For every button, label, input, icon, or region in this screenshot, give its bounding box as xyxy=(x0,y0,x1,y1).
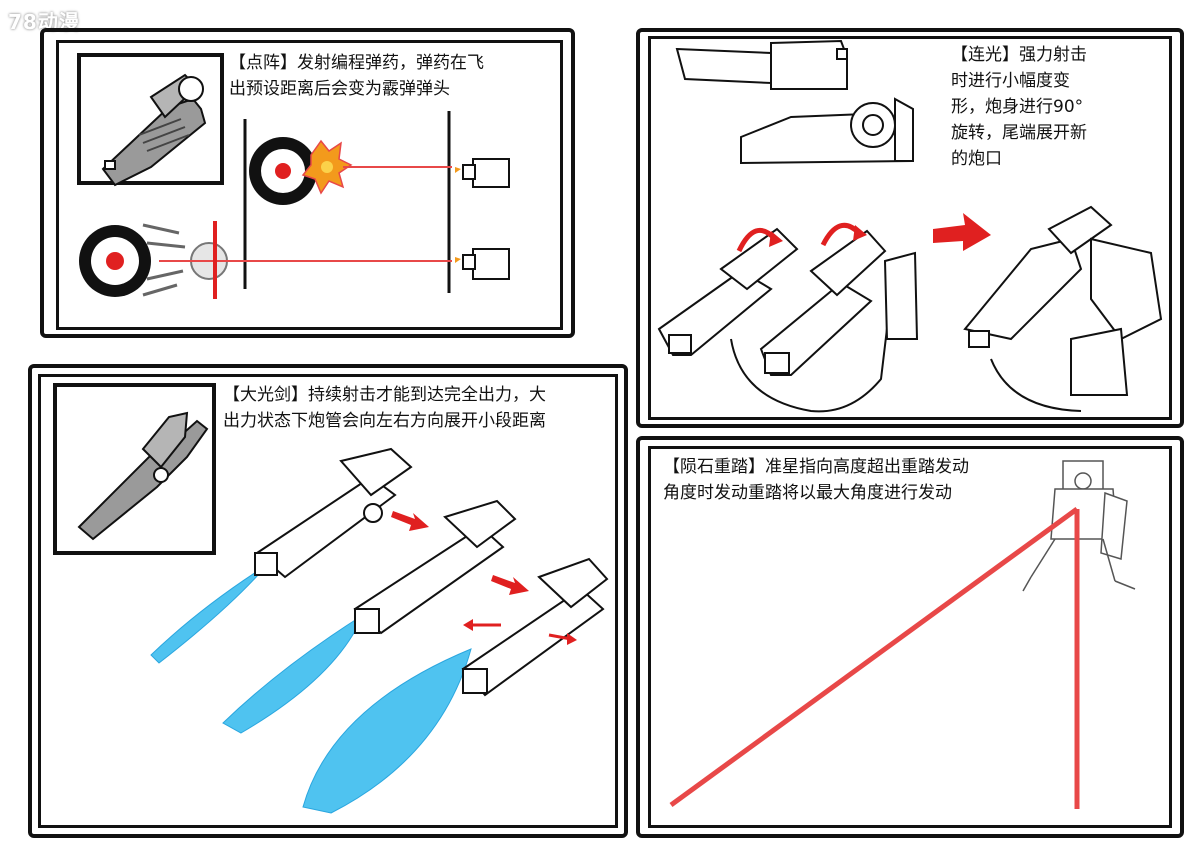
caption-line-2: 出力状态下炮管会向左右方向展开小段距离 xyxy=(223,411,546,431)
panel-lianguang: 【连光】强力射击 时进行小幅度变 形，炮身进行90° 旋转，尾端展开新 的炮口 xyxy=(648,36,1172,420)
caption-line-2: 角度时发动重踏将以最大角度进行发动 xyxy=(663,483,952,503)
panel-yunshi-frame xyxy=(636,436,1184,838)
weapon-thumbnail xyxy=(53,383,216,555)
caption-line-4: 旋转，尾端展开新 xyxy=(951,123,1087,143)
turret-top-icon xyxy=(455,158,510,188)
cannon-transformed-icon xyxy=(963,205,1163,412)
energy-beam-large xyxy=(302,648,472,814)
dianzhen-diagram xyxy=(79,111,510,299)
caption-line-2: 出预设距离后会变为霰弹弹头 xyxy=(229,79,450,99)
caption-line-2: 时进行小幅度变 xyxy=(951,71,1070,91)
panel-lianguang-frame xyxy=(636,28,1184,428)
great-sword-cannon-icon xyxy=(77,411,209,541)
progress-arrow-icon xyxy=(491,575,529,595)
cannon-stage-1-icon xyxy=(254,447,413,579)
panel-dianzhen-frame xyxy=(40,28,575,338)
energy-beam-medium xyxy=(222,613,365,734)
transition-arrow-icon xyxy=(933,213,991,251)
caption-line-1: 【连光】强力射击 xyxy=(951,45,1087,65)
caption-line-1: 【陨石重踏】准星指向高度超出重踏发动 xyxy=(663,457,969,477)
panel-dianzhen: 【点阵】发射编程弹药，弹药在飞 出预设距离后会变为霰弹弹头 xyxy=(56,40,563,330)
explosion-icon xyxy=(301,139,353,195)
cannon-side-view-icon xyxy=(675,39,914,165)
caption-line-3: 形，炮身进行90° xyxy=(951,97,1084,117)
caption-line-1: 【点阵】发射编程弹药，弹药在飞 xyxy=(229,53,484,73)
caption-line-1: 【大光剑】持续射击才能到达完全出力，大 xyxy=(223,385,546,405)
turret-bottom-icon xyxy=(455,248,510,280)
daguangjian-diagram xyxy=(150,447,609,814)
panel-yunshi: 【陨石重踏】准星指向高度超出重踏发动 角度时发动重踏将以最大角度进行发动 xyxy=(648,446,1172,828)
lianguang-diagram xyxy=(657,39,1163,413)
cannon-stage-3-icon xyxy=(461,557,609,697)
yunshi-diagram xyxy=(669,460,1136,809)
cannon-stage-2-icon xyxy=(353,499,517,635)
dot-cannon-icon xyxy=(101,73,207,187)
progress-arrow-icon xyxy=(391,511,429,531)
energy-beam-small xyxy=(150,564,268,664)
mech-figure-icon xyxy=(1022,460,1136,592)
weapon-thumbnail xyxy=(77,53,224,187)
cannon-pair-icon xyxy=(657,227,919,413)
panel-daguangjian-frame xyxy=(28,364,628,838)
panel-daguangjian: 【大光剑】持续射击才能到达完全出力，大 出力状态下炮管会向左右方向展开小段距离 xyxy=(38,374,618,828)
caption-line-5: 的炮口 xyxy=(951,149,1002,169)
aim-line-angled xyxy=(669,506,1079,808)
